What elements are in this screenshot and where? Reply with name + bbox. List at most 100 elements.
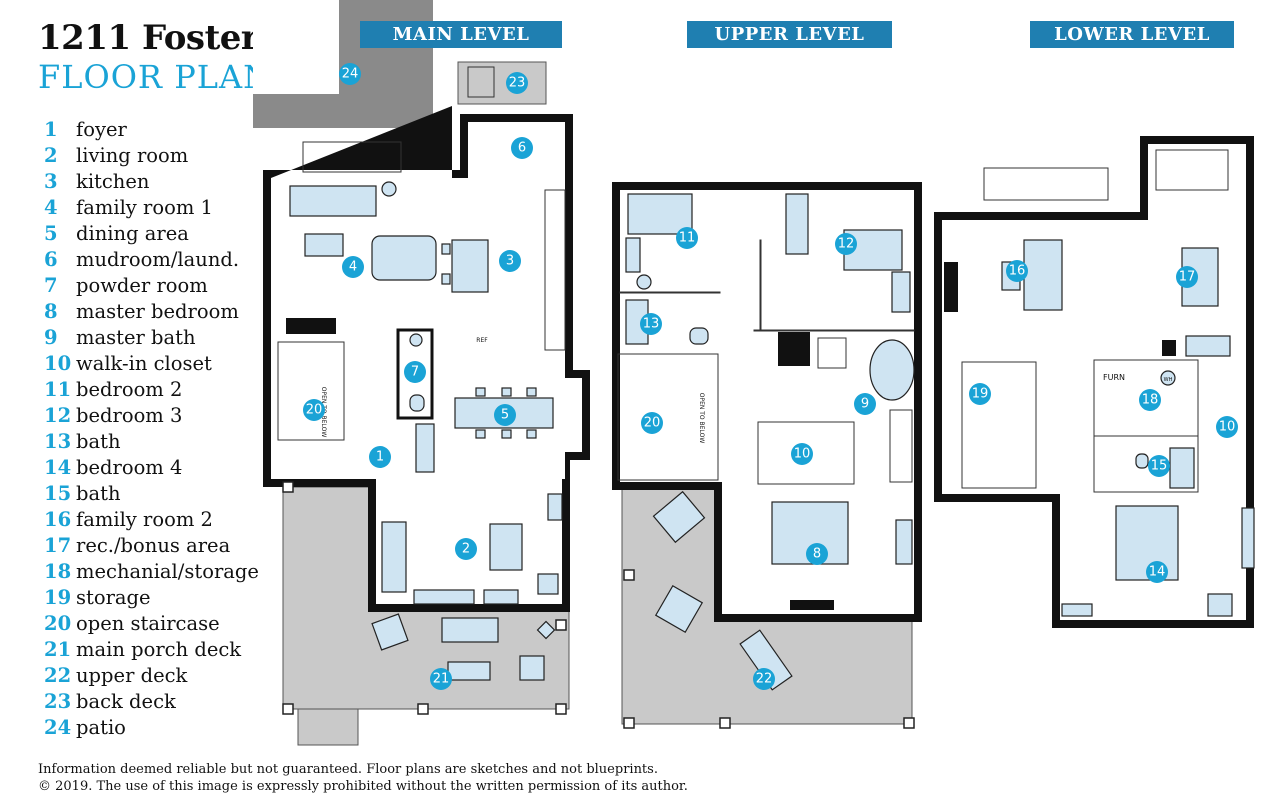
room-badge-3: 3 [499, 250, 521, 272]
room-badge-5: 5 [494, 404, 516, 426]
room-badge-18: 18 [1139, 389, 1161, 411]
legend-number: 6 [44, 248, 58, 271]
bath-toilet [689, 327, 709, 345]
bench [415, 423, 435, 473]
legend-number: 16 [44, 508, 72, 531]
porch-chair [519, 655, 545, 681]
room-badge-20-main: 20 [303, 399, 325, 421]
legend-label: family room 2 [76, 508, 213, 531]
bed-2 [627, 193, 693, 235]
porch-steps [297, 708, 359, 746]
living-sofa [381, 521, 407, 593]
legend-label: mechanial/storage [76, 560, 259, 583]
legend-number: 11 [44, 378, 72, 401]
upper-stairs [617, 353, 719, 481]
master-dresser [895, 519, 913, 565]
legend-label: living room [76, 144, 189, 167]
copyright-text: © 2019. The use of this image is express… [38, 779, 688, 794]
legend-label: bath [76, 482, 121, 505]
room-badge-8: 8 [806, 543, 828, 565]
lower-level-plan: FURN WH [934, 136, 1255, 628]
legend-label: bedroom 2 [76, 378, 183, 401]
legend-label: upper deck [76, 664, 188, 687]
deck-post [719, 717, 731, 729]
room-badge-7: 7 [404, 361, 426, 383]
media-console [286, 318, 336, 334]
room-badge-19: 19 [969, 383, 991, 405]
legend-label: patio [76, 716, 126, 739]
badge-number: 10 [1219, 420, 1236, 435]
legend-number: 5 [44, 222, 58, 245]
porch-post [282, 481, 294, 493]
sectional [1023, 239, 1063, 311]
wh-label: WH [1164, 377, 1173, 383]
badge-number: 10 [794, 447, 811, 462]
legend-label: walk-in closet [76, 352, 212, 375]
stool [441, 273, 451, 285]
badge-number: 3 [506, 254, 514, 269]
sink [409, 333, 423, 347]
water-heater [1160, 370, 1176, 386]
kitchen-counter [544, 189, 566, 351]
legend-number: 13 [44, 430, 72, 453]
main-level-walls [263, 106, 590, 612]
badge-number: 21 [433, 672, 450, 687]
badge-number: 6 [518, 141, 526, 156]
badge-number: 4 [349, 260, 357, 275]
window [1241, 507, 1255, 569]
badge-number: 20 [306, 403, 323, 418]
legend-item: 6 mudroom/laund. [44, 247, 259, 273]
deck-chair [654, 584, 704, 634]
upper-open-to-below: OPEN TO BELOW [698, 393, 705, 444]
master-shower [817, 337, 847, 369]
furn-label: FURN [1103, 373, 1125, 382]
upper-level-plan: OPEN TO BELOW [612, 182, 922, 729]
legend-number: 18 [44, 560, 72, 583]
legend-label: mudroom/laund. [76, 248, 240, 271]
plans-subtitle: FLOOR PLANS [38, 58, 295, 96]
tub [785, 193, 809, 255]
lower-window-box [983, 167, 1109, 201]
room-badge-10-lower: 10 [1216, 416, 1238, 438]
legend-number: 1 [44, 118, 58, 141]
legend-label: dining area [76, 222, 189, 245]
room-badge-11: 11 [676, 227, 698, 249]
living-interior [376, 470, 562, 604]
badge-number: 16 [1009, 264, 1026, 279]
badge-number: 2 [462, 542, 470, 557]
room-badge-1: 1 [369, 446, 391, 468]
legend-number: 19 [44, 586, 72, 609]
legend-label: foyer [76, 118, 127, 141]
back-deck-steps [467, 66, 495, 98]
room-badge-20-upper: 20 [641, 412, 663, 434]
lamp [381, 181, 397, 197]
legend-label: powder room [76, 274, 208, 297]
partition [753, 329, 915, 332]
legend-number: 14 [44, 456, 72, 479]
dining-bay [562, 378, 582, 452]
main-level-banner: MAIN LEVEL [360, 21, 562, 48]
legend-number: 15 [44, 482, 72, 505]
kitchen-island [451, 239, 489, 293]
legend-number: 4 [44, 196, 58, 219]
back-deck-area [457, 61, 547, 105]
main-stairs [277, 341, 345, 441]
badge-number: 11 [679, 231, 696, 246]
legend-label: main porch deck [76, 638, 242, 661]
reading-chair [1207, 593, 1233, 617]
main-level-plan: OPEN TO BELOW REF [253, 0, 590, 746]
badge-number: 17 [1179, 270, 1196, 285]
legend-number: 2 [44, 144, 58, 167]
